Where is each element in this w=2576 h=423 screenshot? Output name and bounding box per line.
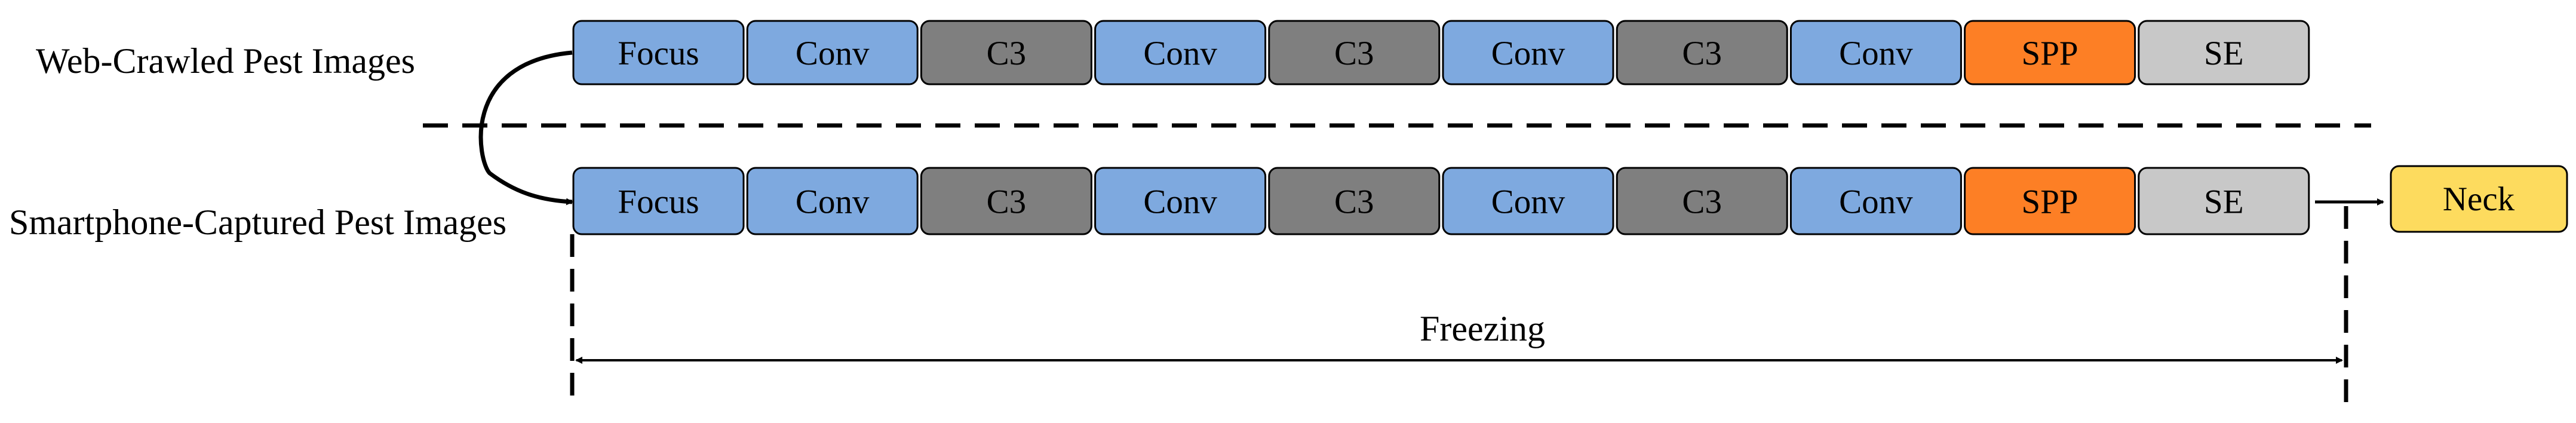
source-block-label: SPP xyxy=(2022,35,2078,72)
source-block-label: C3 xyxy=(987,35,1027,72)
target-block-spp xyxy=(1964,167,2136,235)
source-block-focus xyxy=(572,20,745,85)
source-block-label: Conv xyxy=(1143,35,1217,72)
target-block-label: C3 xyxy=(987,183,1027,221)
source-block-label: Conv xyxy=(1839,35,1913,72)
target-block-label: C3 xyxy=(1334,183,1374,221)
source-block-label: Focus xyxy=(618,35,699,72)
target-block-focus xyxy=(572,167,745,235)
source-block-c3 xyxy=(920,20,1092,85)
target-block-conv xyxy=(1789,167,1962,235)
target-block-label: Conv xyxy=(1491,183,1565,221)
source-block-label: SE xyxy=(2204,35,2244,72)
source-block-conv xyxy=(746,20,919,85)
target-block-c3 xyxy=(920,167,1092,235)
freezing-label: Freezing xyxy=(1420,309,1545,348)
target-block-label: Conv xyxy=(1143,183,1217,221)
target-block-c3 xyxy=(1268,167,1441,235)
source-backbone-row: Focus Conv C3 Conv C3 Conv C3 Conv SPP SE xyxy=(572,20,2310,85)
target-block-conv xyxy=(746,167,919,235)
target-block-conv xyxy=(1094,167,1267,235)
transfer-arrow xyxy=(478,50,573,206)
target-block-c3 xyxy=(1616,167,1788,235)
source-block-c3 xyxy=(1616,20,1788,85)
target-block-se xyxy=(2138,167,2310,235)
source-block-se xyxy=(2138,20,2310,85)
source-block-label: Conv xyxy=(1491,35,1565,72)
source-domain-label: Web-Crawled Pest Images xyxy=(36,41,415,81)
target-block-label: Conv xyxy=(796,183,870,221)
source-block-conv xyxy=(1442,20,1614,85)
neck-block-label: Neck xyxy=(2443,180,2515,218)
target-block-label: Focus xyxy=(618,183,699,221)
source-block-spp xyxy=(1964,20,2136,85)
source-block-label: C3 xyxy=(1334,35,1374,72)
source-block-conv xyxy=(1094,20,1267,85)
neck-block xyxy=(2390,165,2568,233)
target-backbone-row: Focus Conv C3 Conv C3 Conv C3 Conv SPP SE xyxy=(572,167,2310,235)
source-block-c3 xyxy=(1268,20,1441,85)
target-block-conv xyxy=(1442,167,1614,235)
target-block-label: Conv xyxy=(1839,183,1913,221)
target-block-label: C3 xyxy=(1682,183,1722,221)
target-domain-label: Smartphone-Captured Pest Images xyxy=(9,203,506,242)
source-block-label: Conv xyxy=(796,35,870,72)
source-block-label: C3 xyxy=(1682,35,1722,72)
source-block-conv xyxy=(1789,20,1962,85)
target-block-label: SPP xyxy=(2022,183,2078,221)
target-block-label: SE xyxy=(2204,183,2244,221)
